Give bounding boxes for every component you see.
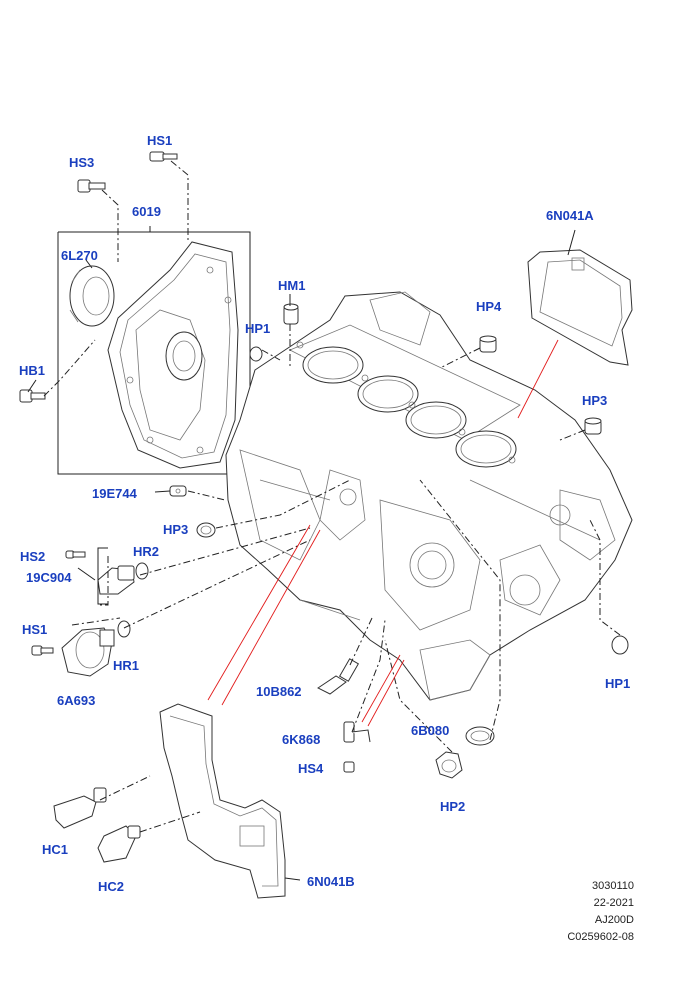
ring-hr1[interactable]	[117, 620, 131, 638]
sensor-10b862[interactable]	[317, 658, 360, 695]
leader-lines	[27, 160, 621, 881]
callout-hp3-left[interactable]: HP3	[163, 522, 189, 537]
dowel-hm1[interactable]	[283, 303, 299, 325]
plug-hp1-right[interactable]	[611, 635, 629, 655]
callout-hs2[interactable]: HS2	[20, 549, 46, 564]
callout-hp3-right[interactable]: HP3	[582, 393, 608, 408]
callout-19e744[interactable]: 19E744	[92, 486, 137, 501]
bolt-hb1[interactable]	[19, 389, 46, 403]
clip-hc2[interactable]	[97, 825, 141, 863]
seal-6b080[interactable]	[465, 726, 495, 746]
sensor-19e744[interactable]	[169, 485, 187, 497]
callout-19c904[interactable]: 19C904	[26, 570, 72, 585]
cylinder-bore-2	[357, 375, 419, 413]
cover-group-frame	[57, 226, 251, 475]
sensor-6k868[interactable]	[343, 721, 371, 743]
callout-6019[interactable]: 6019	[132, 204, 161, 219]
callout-hs1-mid[interactable]: HS1	[22, 622, 48, 637]
bolt-hs1-mid[interactable]	[31, 645, 54, 656]
sensor-19c904[interactable]	[97, 565, 135, 595]
engine-block[interactable]	[225, 291, 633, 701]
reference-code: 3030110	[591, 880, 634, 892]
plug-hp3-left[interactable]	[196, 522, 216, 538]
cylinder-bore-4	[455, 430, 517, 468]
diagram-reference-block: 3030110 22-2021 AJ200D C0259602-08	[567, 878, 634, 946]
bolt-hs4[interactable]	[343, 761, 355, 773]
bolt-hs3[interactable]	[77, 179, 106, 193]
reference-engine: AJ200D	[594, 914, 634, 926]
cylinder-bore-3	[405, 401, 467, 439]
callout-6l270[interactable]: 6L270	[61, 248, 98, 263]
callout-hb1[interactable]: HB1	[19, 363, 46, 378]
crank-seal-6l270[interactable]	[69, 265, 115, 327]
callout-hr2[interactable]: HR2	[133, 544, 160, 559]
front-cover-6019[interactable]	[107, 241, 239, 469]
callout-hr1[interactable]: HR1	[113, 658, 140, 673]
callout-hp1-top[interactable]: HP1	[245, 321, 271, 336]
callout-6k868[interactable]: 6K868	[282, 732, 321, 747]
cylinder-bore-1	[302, 346, 364, 384]
bolt-hs1-top[interactable]	[149, 151, 178, 162]
callout-6a693[interactable]: 6A693	[57, 693, 96, 708]
callout-10b862[interactable]: 10B862	[256, 684, 302, 699]
heat-shield-6n041b[interactable]	[159, 703, 286, 899]
callout-hp1-right[interactable]: HP1	[605, 676, 631, 691]
callout-hs4[interactable]: HS4	[298, 761, 324, 776]
callout-hp2[interactable]: HP2	[440, 799, 466, 814]
plug-hp2[interactable]	[435, 751, 463, 779]
reference-illustration-id: C0259602-08	[567, 931, 634, 943]
plug-hp3-right[interactable]	[584, 417, 602, 435]
valve-6a693[interactable]	[61, 627, 115, 677]
plug-hp4[interactable]	[479, 335, 497, 353]
callout-hc2[interactable]: HC2	[98, 879, 125, 894]
callout-hm1[interactable]: HM1	[278, 278, 306, 293]
reference-date: 22-2021	[593, 897, 634, 909]
callout-6n041a[interactable]: 6N041A	[546, 208, 594, 223]
ring-hr2[interactable]	[135, 562, 149, 580]
clip-hc1[interactable]	[53, 787, 107, 829]
plug-hp1-top[interactable]	[249, 346, 263, 362]
callout-hc1[interactable]: HC1	[42, 842, 69, 857]
callout-hs1-top[interactable]: HS1	[147, 133, 173, 148]
callout-hp4[interactable]: HP4	[476, 299, 502, 314]
heat-shield-6n041a[interactable]	[527, 249, 633, 366]
callout-hs3[interactable]: HS3	[69, 155, 95, 170]
callout-6n041b[interactable]: 6N041B	[307, 874, 355, 889]
bolt-hs2[interactable]	[65, 550, 86, 559]
red-leader-lines	[207, 339, 559, 727]
callout-6b080[interactable]: 6B080	[411, 723, 450, 738]
